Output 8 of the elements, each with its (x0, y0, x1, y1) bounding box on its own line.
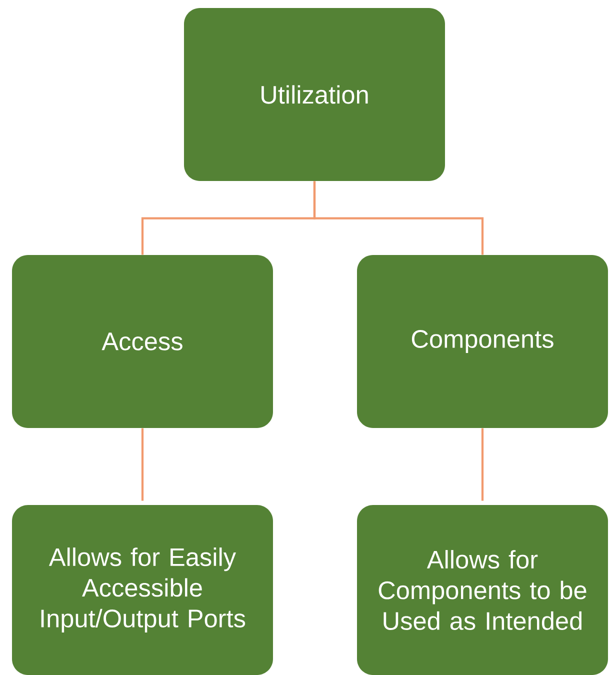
connector-line (313, 181, 484, 255)
description-box: Allows for Easily Accessible Input/Output Ports (12, 505, 273, 675)
category-box: Components (357, 255, 608, 428)
category-box: Access (12, 255, 273, 428)
description-box: Allows for Components to be Used as Intended (357, 505, 608, 675)
connector-line (481, 428, 484, 501)
root-box: Utilization (184, 8, 445, 181)
connector-line (141, 428, 144, 501)
